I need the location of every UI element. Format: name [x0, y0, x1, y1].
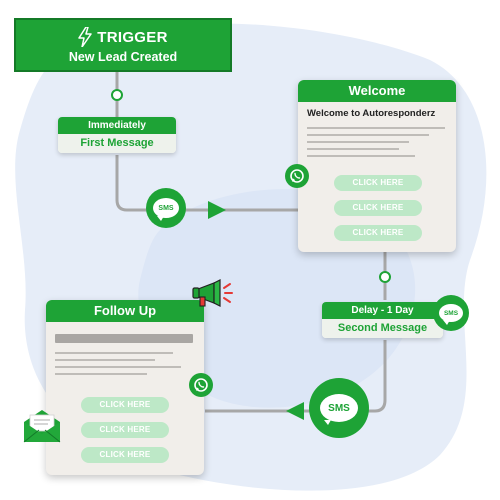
step1-timing: Immediately — [58, 117, 176, 134]
cta-button[interactable]: CLICK HERE — [81, 397, 169, 413]
welcome-card: Welcome Welcome to Autoresponderz CLICK … — [298, 80, 456, 252]
cta-button[interactable]: CLICK HERE — [334, 175, 422, 191]
text-placeholder-line — [55, 359, 155, 361]
connector-node — [379, 271, 391, 283]
arrow-left-icon — [286, 402, 304, 420]
sms-icon: SMS — [320, 394, 358, 425]
cta-button[interactable]: CLICK HERE — [81, 447, 169, 463]
step2-message: Second Message — [322, 319, 443, 338]
text-placeholder-line — [307, 141, 409, 143]
step1-label: Immediately First Message — [58, 117, 176, 153]
sms-icon: SMS — [153, 198, 179, 221]
step2-timing: Delay - 1 Day — [322, 302, 443, 319]
connector-node — [111, 89, 123, 101]
trigger-box: TRIGGER New Lead Created — [14, 18, 232, 72]
followup-card: Follow Up CLICK HERE CLICK HERE CLICK HE… — [46, 300, 204, 475]
trigger-title: TRIGGER — [97, 28, 168, 46]
whatsapp-glyph — [194, 378, 208, 392]
sms-circle: SMS — [433, 295, 469, 331]
connector-step2-followup — [205, 340, 387, 413]
sms-circle: SMS — [146, 188, 186, 228]
step1-message: First Message — [58, 134, 176, 153]
heading-placeholder-bar — [55, 334, 193, 343]
arrow-right-icon — [208, 201, 226, 219]
text-placeholder-line — [55, 373, 147, 375]
whatsapp-icon — [189, 373, 213, 397]
sms-icon: SMS — [439, 304, 463, 325]
text-placeholder-line — [307, 148, 399, 150]
text-placeholder-line — [55, 366, 181, 368]
text-placeholder-line — [307, 155, 415, 157]
sms-circle: SMS — [309, 378, 369, 438]
welcome-card-title: Welcome to Autoresponderz — [307, 108, 436, 119]
cta-button[interactable]: CLICK HERE — [334, 200, 422, 216]
followup-card-header: Follow Up — [46, 300, 204, 322]
envelope-icon — [23, 410, 61, 443]
connector-step1-welcome — [115, 155, 298, 212]
welcome-card-header: Welcome — [298, 80, 456, 102]
text-placeholder-line — [55, 352, 173, 354]
cta-button[interactable]: CLICK HERE — [81, 422, 169, 438]
trigger-subtitle: New Lead Created — [68, 50, 178, 64]
whatsapp-icon — [285, 164, 309, 188]
lightning-icon — [78, 27, 93, 47]
cta-button[interactable]: CLICK HERE — [334, 225, 422, 241]
step2-label: Delay - 1 Day Second Message — [322, 302, 443, 338]
text-placeholder-line — [307, 127, 445, 129]
megaphone-icon — [192, 279, 233, 307]
whatsapp-glyph — [290, 169, 304, 183]
text-placeholder-line — [307, 134, 429, 136]
